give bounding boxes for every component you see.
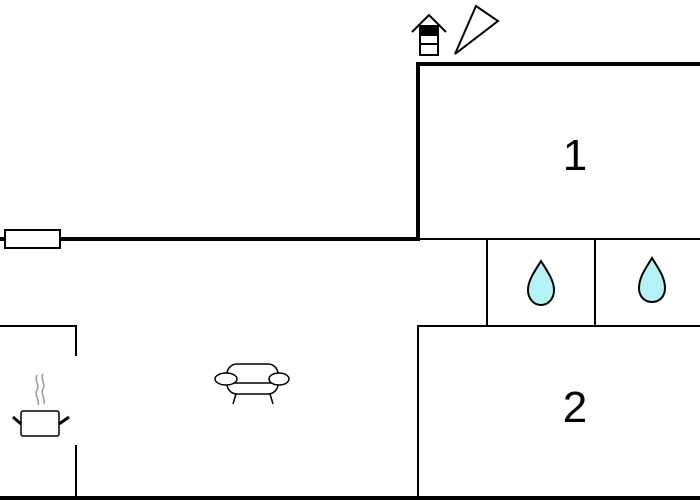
window-icon (0, 229, 61, 249)
room-2-label: 2 (563, 383, 587, 432)
wall-room2 (417, 325, 700, 498)
wall-kitchen-top (0, 325, 77, 356)
interior-walls (0, 238, 700, 498)
exterior-wall-top (60, 62, 700, 241)
room-1-label: 1 (563, 131, 587, 180)
cooking-pot-icon (12, 373, 70, 437)
compass-triangle-icon (454, 4, 500, 55)
water-drop-icon (526, 259, 556, 307)
house-entrance-icon (411, 13, 447, 56)
water-drop-icon (637, 256, 667, 304)
exterior-walls (0, 62, 700, 500)
sofa-icon (214, 363, 290, 405)
